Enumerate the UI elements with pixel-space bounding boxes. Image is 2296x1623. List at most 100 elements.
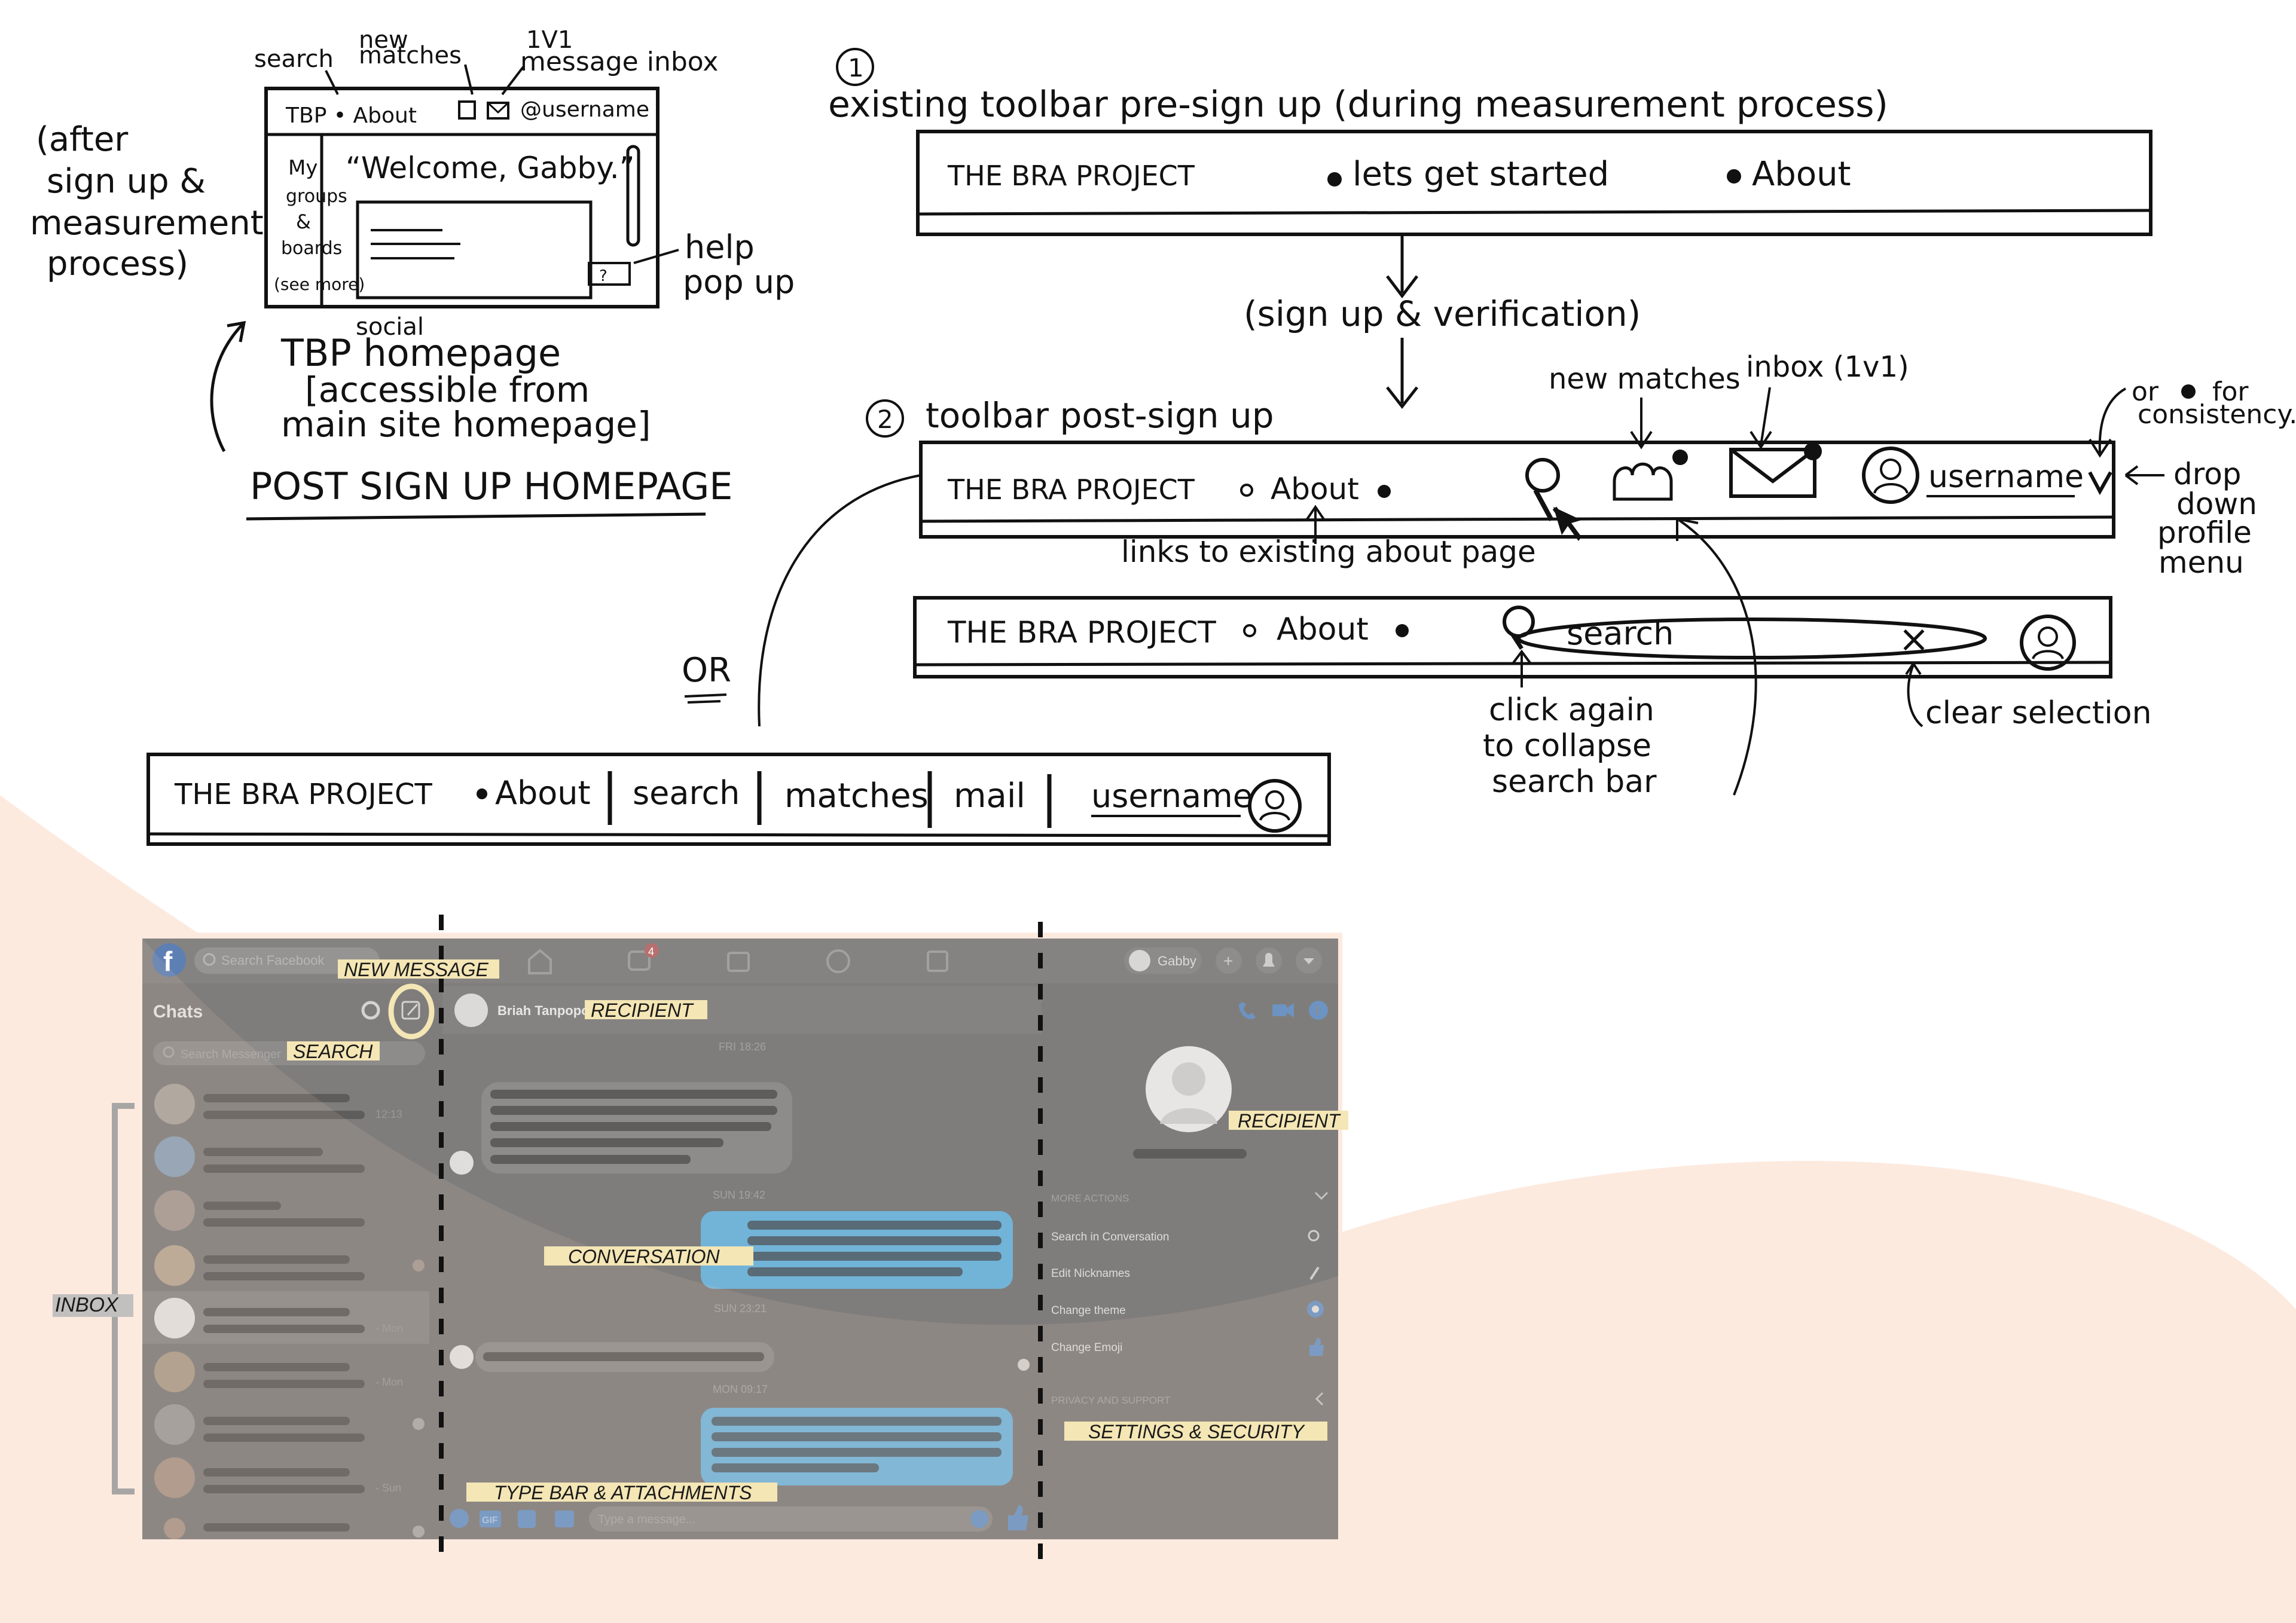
list-item[interactable] bbox=[154, 1190, 365, 1231]
step2-number: 2 bbox=[877, 405, 893, 434]
chevron-down-icon[interactable] bbox=[1314, 1191, 1329, 1200]
list-item[interactable]: 12:13 bbox=[154, 1084, 402, 1124]
toolbar2-dot bbox=[1240, 484, 1253, 497]
toolbar1-brand: THE BRA PROJECT bbox=[947, 160, 1195, 192]
info-icon[interactable] bbox=[1309, 1001, 1328, 1020]
toolbar2-about: About bbox=[1271, 472, 1359, 506]
message-input-placeholder: Type a message... bbox=[598, 1513, 695, 1526]
see-more-link: (see more) bbox=[274, 274, 365, 294]
gif-icon[interactable] bbox=[480, 1511, 501, 1527]
toolbar-pre-signup-base bbox=[917, 209, 2151, 216]
search-messenger-placeholder: Search Messenger bbox=[181, 1048, 281, 1061]
toolbar1-dot bbox=[1727, 169, 1741, 184]
toolbar-pre-signup bbox=[916, 130, 2152, 236]
toolbar-post-signup-base bbox=[920, 515, 2114, 523]
click-again-annotation: click again bbox=[1489, 692, 1654, 728]
list-item[interactable]: - Mon bbox=[154, 1298, 403, 1338]
toolbar4-matches: matches bbox=[784, 777, 929, 815]
image-icon[interactable] bbox=[555, 1511, 574, 1527]
consistency-annotation: consistency. bbox=[2138, 399, 2296, 430]
list-item[interactable] bbox=[154, 1404, 425, 1445]
timestamp: - Mon bbox=[375, 1322, 403, 1334]
toolbar2-dot bbox=[1378, 485, 1391, 498]
thumbs-up-icon[interactable] bbox=[1008, 1505, 1028, 1530]
edit-icon bbox=[1309, 1266, 1320, 1280]
message-preview-redacted bbox=[203, 1523, 350, 1532]
message-preview-redacted bbox=[203, 1325, 365, 1333]
or-underline bbox=[684, 693, 727, 698]
or-underline bbox=[687, 700, 721, 704]
home-icon[interactable] bbox=[528, 949, 552, 974]
facebook-logo-icon[interactable] bbox=[152, 943, 186, 977]
groups-icon[interactable] bbox=[826, 949, 850, 973]
flow-arrow-down bbox=[1386, 236, 1418, 299]
list-item[interactable]: - Mon bbox=[154, 1352, 403, 1392]
flow-arrow-down bbox=[1386, 338, 1418, 409]
emoji-icon[interactable] bbox=[970, 1510, 988, 1528]
message-preview-redacted bbox=[203, 1485, 365, 1493]
message-text-redacted bbox=[747, 1267, 963, 1276]
list-item[interactable]: - Sun bbox=[154, 1457, 401, 1498]
avatar bbox=[154, 1352, 195, 1392]
watch-icon[interactable] bbox=[628, 950, 651, 971]
video-call-icon-lens bbox=[1287, 1003, 1294, 1017]
read-receipt bbox=[413, 1526, 425, 1538]
side-note-line: process) bbox=[47, 244, 188, 283]
search-bar-expanded bbox=[1517, 618, 1987, 659]
toolbar1-lets-get-started: lets get started bbox=[1352, 155, 1609, 194]
phone-icon[interactable] bbox=[1239, 1002, 1256, 1019]
message-text-redacted bbox=[490, 1138, 723, 1147]
more-actions-heading: MORE ACTIONS bbox=[1051, 1193, 1129, 1204]
avatar bbox=[450, 1151, 474, 1175]
side-note-line: sign up & bbox=[47, 162, 206, 201]
action-item[interactable]: Search in Conversation bbox=[1051, 1231, 1170, 1243]
gif-label: GIF bbox=[482, 1515, 498, 1526]
toolbar4-search: search bbox=[633, 774, 740, 812]
search-icon bbox=[1525, 458, 1560, 493]
side-note-line: measurement bbox=[30, 204, 264, 243]
inbox-icon bbox=[487, 102, 509, 120]
action-item[interactable]: Change theme bbox=[1051, 1304, 1126, 1317]
peach-background-right bbox=[1232, 1160, 2296, 1623]
list-item[interactable] bbox=[154, 1136, 365, 1177]
caption-line: [accessible from bbox=[305, 369, 590, 410]
gear-icon[interactable] bbox=[361, 1001, 380, 1020]
list-item[interactable] bbox=[154, 1245, 425, 1286]
action-item[interactable]: Change Emoji bbox=[1051, 1341, 1122, 1354]
toolbar4-username: username bbox=[1091, 777, 1253, 815]
one-v-one-label: 1V1 bbox=[526, 26, 573, 54]
add-icon[interactable] bbox=[450, 1509, 469, 1528]
avatar-icon bbox=[1248, 779, 1302, 833]
step2-title: toolbar post-sign up bbox=[926, 395, 1274, 436]
timestamp: - Sun bbox=[375, 1482, 401, 1494]
sidebar-line: groups bbox=[286, 186, 347, 207]
homepage-toolbar: TBP • About bbox=[285, 103, 417, 128]
chevron-left-icon[interactable] bbox=[1315, 1392, 1324, 1406]
toolbar-flow: 1 existing toolbar pre-sign up (during m… bbox=[146, 48, 2296, 846]
message-input[interactable] bbox=[589, 1506, 993, 1532]
matches-notification-dot bbox=[1672, 450, 1688, 465]
close-icon: × bbox=[1898, 617, 1929, 661]
click-again-annotation: search bar bbox=[1492, 764, 1657, 800]
read-receipt bbox=[413, 1260, 425, 1271]
marketplace-icon[interactable] bbox=[727, 952, 750, 972]
video-call-icon[interactable] bbox=[1272, 1004, 1287, 1016]
new-message-icon[interactable] bbox=[401, 1001, 420, 1020]
message-text-redacted bbox=[712, 1432, 1002, 1441]
sticker-icon[interactable] bbox=[518, 1510, 536, 1528]
label-highlight bbox=[466, 1483, 777, 1502]
action-item[interactable]: Edit Nicknames bbox=[1051, 1267, 1130, 1280]
dropdown-annotation: down bbox=[2176, 487, 2257, 521]
label-highlight bbox=[1064, 1422, 1327, 1441]
avatar bbox=[154, 1457, 195, 1498]
create-icon[interactable] bbox=[1216, 947, 1242, 974]
click-again-arrow bbox=[1512, 649, 1532, 687]
search-icon bbox=[1308, 1230, 1320, 1242]
list-item[interactable] bbox=[164, 1518, 425, 1539]
facebook-search-input[interactable] bbox=[194, 947, 380, 974]
avatar bbox=[154, 1190, 195, 1231]
gaming-icon[interactable] bbox=[927, 950, 948, 972]
annotation-arrows bbox=[1630, 387, 1772, 450]
feed-card-lines bbox=[371, 229, 460, 259]
new-message-highlight-ring bbox=[388, 983, 435, 1040]
